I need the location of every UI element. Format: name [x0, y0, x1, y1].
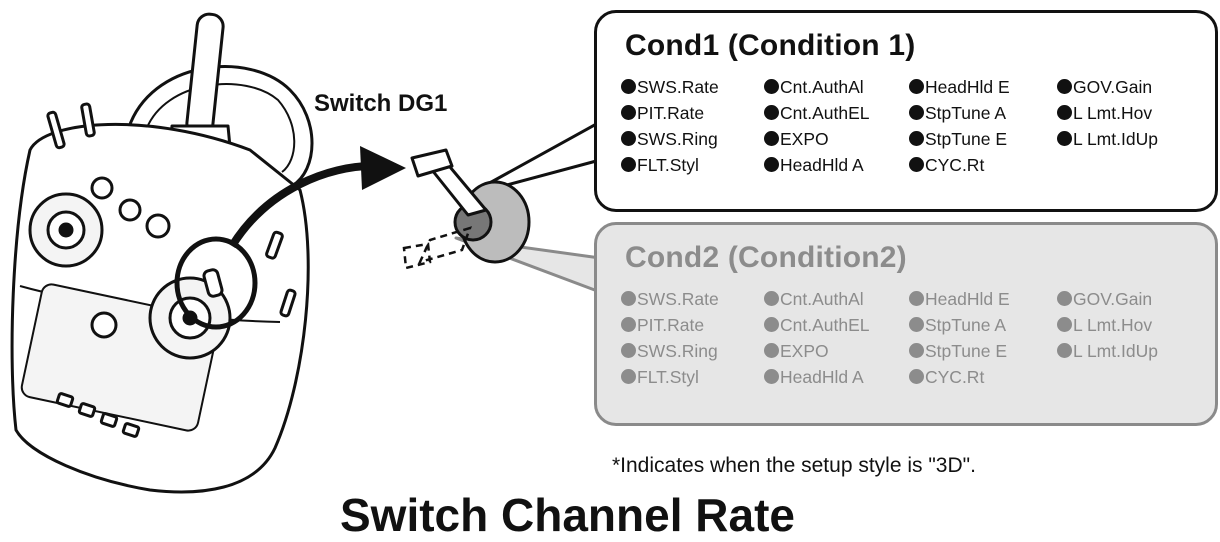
function-item: SWS.Rate: [621, 76, 764, 98]
condition1-callout: Cond1 (Condition 1) SWS.Rate Cnt.AuthAl …: [594, 10, 1218, 212]
function-item: PIT.Rate: [621, 102, 764, 124]
bullet-icon: [909, 157, 924, 172]
condition1-function-list: SWS.Rate Cnt.AuthAl HeadHld E GOV.Gain P…: [621, 76, 1215, 176]
knob: [90, 311, 118, 339]
function-item: EXPO: [764, 128, 909, 150]
function-item: HeadHld A: [764, 154, 909, 176]
antenna-icon: [185, 12, 225, 138]
bullet-icon: [764, 369, 779, 384]
transmitter-handle: [126, 65, 314, 188]
bullet-icon: [621, 79, 636, 94]
bullet-icon: [1057, 105, 1072, 120]
bullet-icon: [621, 291, 636, 306]
pointer-arrow: [228, 162, 373, 249]
function-item: StpTune E: [909, 128, 1057, 150]
switch-label: Switch DG1: [314, 90, 448, 117]
condition2-title: Cond2 (Condition2): [625, 241, 907, 274]
function-item: StpTune A: [909, 314, 1057, 336]
bullet-icon: [764, 291, 779, 306]
bullet-icon: [764, 105, 779, 120]
function-item: GOV.Gain: [1057, 76, 1207, 98]
bullet-icon: [621, 105, 636, 120]
function-item: PIT.Rate: [621, 314, 764, 336]
page-title: Switch Channel Rate: [340, 489, 795, 541]
function-item: Cnt.AuthEL: [764, 102, 909, 124]
bullet-icon: [621, 343, 636, 358]
bullet-icon: [621, 131, 636, 146]
knob: [118, 198, 142, 222]
function-item: CYC.Rt: [909, 366, 1057, 388]
bullet-icon: [909, 317, 924, 332]
function-item: SWS.Ring: [621, 340, 764, 362]
bullet-icon: [909, 291, 924, 306]
lever-alt-position: [417, 226, 473, 264]
function-item: HeadHld E: [909, 288, 1057, 310]
bullet-icon: [621, 369, 636, 384]
function-item: StpTune A: [909, 102, 1057, 124]
bullet-icon: [764, 79, 779, 94]
switch-highlight-circle: [174, 236, 258, 330]
function-item: Cnt.AuthAl: [764, 76, 909, 98]
condition2-function-list: SWS.Rate Cnt.AuthAl HeadHld E GOV.Gain P…: [621, 288, 1215, 388]
function-item: GOV.Gain: [1057, 288, 1207, 310]
bullet-icon: [909, 131, 924, 146]
condition2-callout: Cond2 (Condition2) SWS.Rate Cnt.AuthAl H…: [594, 222, 1218, 426]
bullet-icon: [909, 105, 924, 120]
bullet-icon: [621, 317, 636, 332]
toggle-switch: [46, 110, 66, 150]
bullet-icon: [621, 157, 636, 172]
function-item: StpTune E: [909, 340, 1057, 362]
bullet-icon: [764, 317, 779, 332]
function-item: L Lmt.IdUp: [1057, 340, 1207, 362]
transmitter-illustration: [10, 12, 314, 494]
knob: [145, 213, 171, 239]
bullet-icon: [1057, 317, 1072, 332]
bullet-icon: [764, 131, 779, 146]
function-item: HeadHld A: [764, 366, 909, 388]
function-item: Cnt.AuthEL: [764, 314, 909, 336]
bullet-icon: [1057, 131, 1072, 146]
bullet-icon: [1057, 79, 1072, 94]
switch-lever-illustration: [402, 148, 531, 270]
function-item: FLT.Styl: [621, 154, 764, 176]
bullet-icon: [909, 79, 924, 94]
function-item: FLT.Styl: [621, 366, 764, 388]
bullet-icon: [909, 369, 924, 384]
bullet-icon: [909, 343, 924, 358]
function-item: HeadHld E: [909, 76, 1057, 98]
toggle-switch: [265, 230, 284, 260]
bullet-icon: [1057, 343, 1072, 358]
function-item: L Lmt.IdUp: [1057, 128, 1207, 150]
toggle-switch: [279, 288, 297, 318]
footnote: *Indicates when the setup style is "3D".: [612, 454, 976, 477]
function-item: SWS.Rate: [621, 288, 764, 310]
condition1-title: Cond1 (Condition 1): [625, 29, 916, 62]
toggle-switch: [80, 102, 96, 138]
knob: [90, 176, 114, 200]
bullet-icon: [1057, 291, 1072, 306]
bullet-icon: [764, 343, 779, 358]
function-item: L Lmt.Hov: [1057, 102, 1207, 124]
function-item: CYC.Rt: [909, 154, 1057, 176]
function-item: Cnt.AuthAl: [764, 288, 909, 310]
dg1-switch-icon: [202, 268, 224, 298]
function-item: SWS.Ring: [621, 128, 764, 150]
function-item: EXPO: [764, 340, 909, 362]
diagram-illustration: [10, 12, 602, 494]
function-item: L Lmt.Hov: [1057, 314, 1207, 336]
bullet-icon: [764, 157, 779, 172]
arrow-head-icon: [360, 146, 406, 190]
